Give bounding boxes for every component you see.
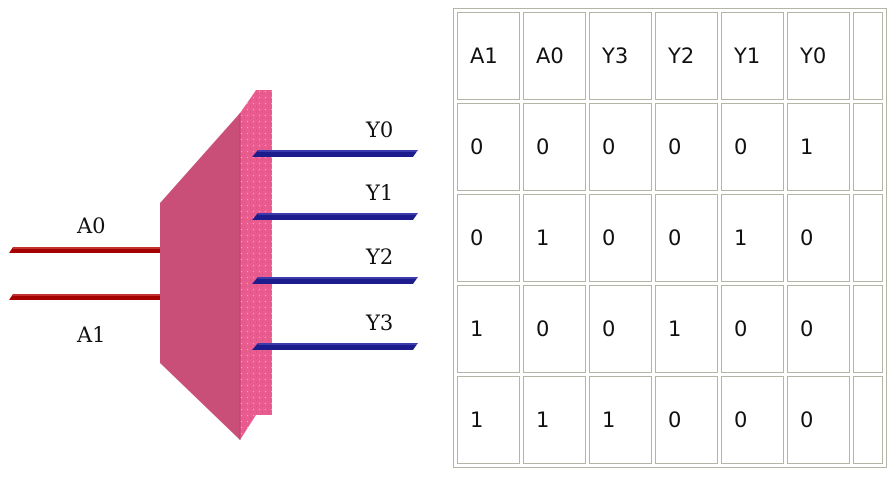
output-label-y3: Y3 xyxy=(365,311,393,335)
header-y2: Y2 xyxy=(655,12,718,100)
table-cell: 0 xyxy=(457,103,520,191)
table-cell: 0 xyxy=(457,194,520,282)
decoder-front-face xyxy=(160,113,240,440)
output-label-y1: Y1 xyxy=(365,181,393,205)
output-wire-y3 xyxy=(252,343,418,350)
table-cell-empty xyxy=(853,285,883,373)
output-wire-y0 xyxy=(252,150,418,157)
table-cell: 0 xyxy=(721,103,784,191)
header-y0: Y0 xyxy=(787,12,850,100)
table-row: 1 1 1 0 0 0 xyxy=(457,376,883,464)
table-cell: 1 xyxy=(655,285,718,373)
input-wire-a1 xyxy=(9,294,160,300)
table-cell: 1 xyxy=(721,194,784,282)
header-a1: A1 xyxy=(457,12,520,100)
output-wire-y2 xyxy=(252,277,418,284)
input-wire-a0 xyxy=(9,247,160,253)
table-cell: 0 xyxy=(787,194,850,282)
table-cell: 1 xyxy=(457,285,520,373)
table-cell: 0 xyxy=(523,285,586,373)
decoder-side-face xyxy=(240,90,272,440)
table-cell-empty xyxy=(853,103,883,191)
table-cell: 1 xyxy=(457,376,520,464)
table-cell: 0 xyxy=(655,103,718,191)
table-cell: 0 xyxy=(787,285,850,373)
table-cell: 0 xyxy=(589,103,652,191)
header-a0: A0 xyxy=(523,12,586,100)
table-cell: 0 xyxy=(589,194,652,282)
table-cell: 1 xyxy=(523,376,586,464)
table-cell: 0 xyxy=(655,376,718,464)
table-row: 0 0 0 0 0 1 xyxy=(457,103,883,191)
truth-table: A1 A0 Y3 Y2 Y1 Y0 0 0 0 0 0 1 0 1 0 0 1 … xyxy=(453,8,887,468)
table-row: 1 0 0 1 0 0 xyxy=(457,285,883,373)
header-y3: Y3 xyxy=(589,12,652,100)
decoder-diagram: A0 A1 Y0 Y1 Y2 Y3 xyxy=(9,90,418,440)
output-label-y2: Y2 xyxy=(365,245,393,269)
input-label-a0: A0 xyxy=(76,214,106,238)
decoder-body xyxy=(160,90,272,440)
table-header-row: A1 A0 Y3 Y2 Y1 Y0 xyxy=(457,12,883,100)
table-cell: 0 xyxy=(721,285,784,373)
table-cell: 0 xyxy=(589,285,652,373)
table-cell: 1 xyxy=(523,194,586,282)
table-cell: 1 xyxy=(589,376,652,464)
output-wire-y1 xyxy=(252,213,418,220)
table-cell-empty xyxy=(853,194,883,282)
header-y1: Y1 xyxy=(721,12,784,100)
table-cell: 0 xyxy=(721,376,784,464)
table-cell-empty xyxy=(853,376,883,464)
table-cell: 0 xyxy=(523,103,586,191)
table-cell-empty xyxy=(853,12,883,100)
table-cell: 0 xyxy=(655,194,718,282)
table-cell: 0 xyxy=(787,376,850,464)
output-label-y0: Y0 xyxy=(365,118,393,142)
table-row: 0 1 0 0 1 0 xyxy=(457,194,883,282)
input-label-a1: A1 xyxy=(76,323,106,347)
table-cell: 1 xyxy=(787,103,850,191)
